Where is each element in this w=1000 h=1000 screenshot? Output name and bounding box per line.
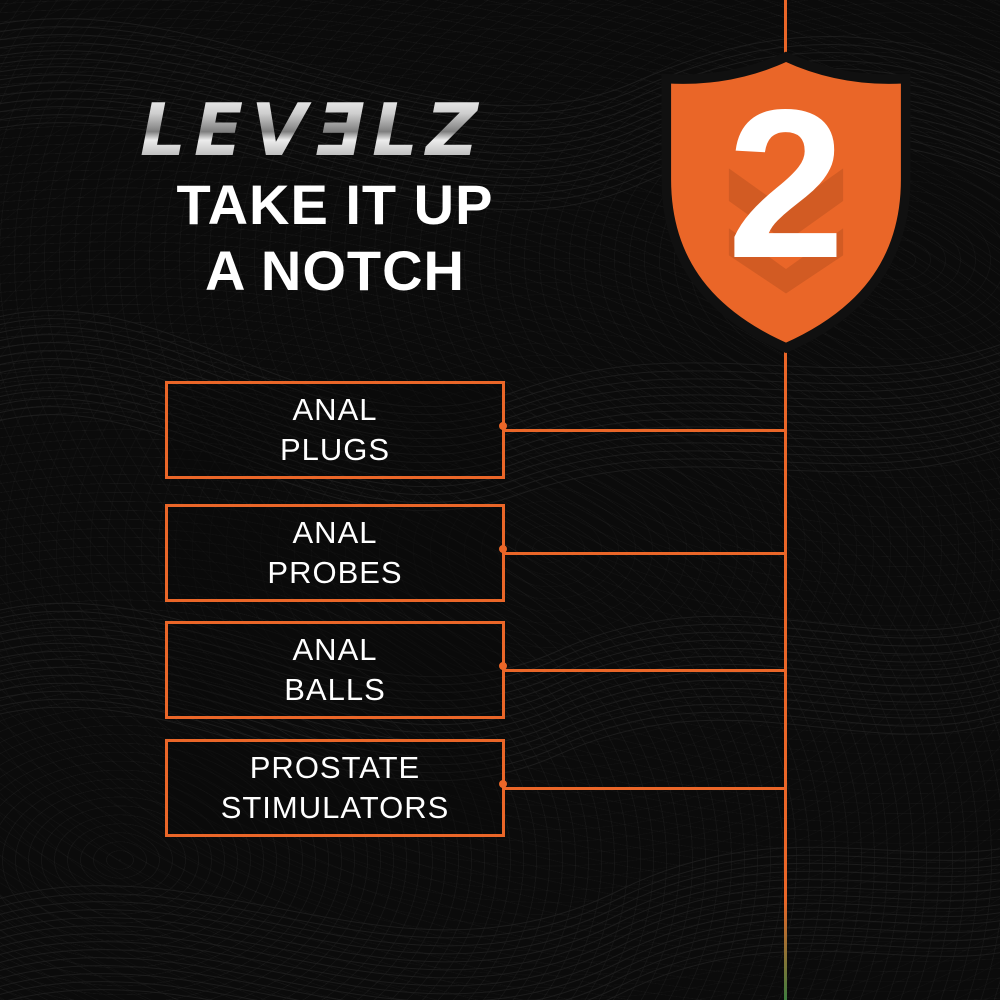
category-label: PROSTATE STIMULATORS: [221, 748, 450, 827]
category-box: ANAL BALLS: [165, 621, 505, 719]
category-label-line2: PROBES: [267, 555, 403, 590]
connector-line: [505, 552, 787, 555]
connector-line: [505, 787, 787, 790]
connector-line: [505, 429, 787, 432]
level-number: 2: [727, 65, 845, 302]
category-box: ANAL PLUGS: [165, 381, 505, 479]
shield-chevron-bottom: [728, 228, 844, 294]
category-label-line2: STIMULATORS: [220, 790, 450, 825]
level-badge: 2: [650, 48, 922, 354]
tagline-line2: A NOTCH: [204, 239, 465, 303]
timeline-spine-line: [784, 0, 787, 1000]
category-label: ANAL PLUGS: [280, 390, 390, 469]
category-label-line1: ANAL: [292, 632, 378, 668]
shield-chevron-top: [728, 168, 844, 242]
category-label-line1: ANAL: [292, 515, 378, 551]
shield-icon: [661, 51, 911, 354]
category-label-line2: PLUGS: [279, 432, 391, 467]
category-label-line1: PROSTATE: [249, 750, 421, 786]
category-label-line2: BALLS: [284, 672, 386, 707]
connector-node-icon: [499, 662, 507, 670]
category-box: ANAL PROBES: [165, 504, 505, 602]
brand-logo: LEVƎLZ: [140, 88, 487, 172]
connector-node-icon: [499, 780, 507, 788]
category-prostate-stimulators: PROSTATE STIMULATORS: [165, 739, 787, 837]
connector-line: [505, 669, 787, 672]
category-box: PROSTATE STIMULATORS: [165, 739, 505, 837]
category-anal-probes: ANAL PROBES: [165, 504, 787, 602]
shield-body: [661, 51, 911, 354]
tagline: TAKE IT UP A NOTCH: [110, 172, 560, 304]
category-label: ANAL PROBES: [267, 513, 402, 592]
connector-node-icon: [499, 422, 507, 430]
connector-node-icon: [499, 545, 507, 553]
category-anal-plugs: ANAL PLUGS: [165, 381, 787, 479]
tagline-line1: TAKE IT UP: [176, 173, 494, 236]
category-anal-balls: ANAL BALLS: [165, 621, 787, 719]
category-label: ANAL BALLS: [284, 630, 386, 709]
category-label-line1: ANAL: [292, 392, 378, 428]
